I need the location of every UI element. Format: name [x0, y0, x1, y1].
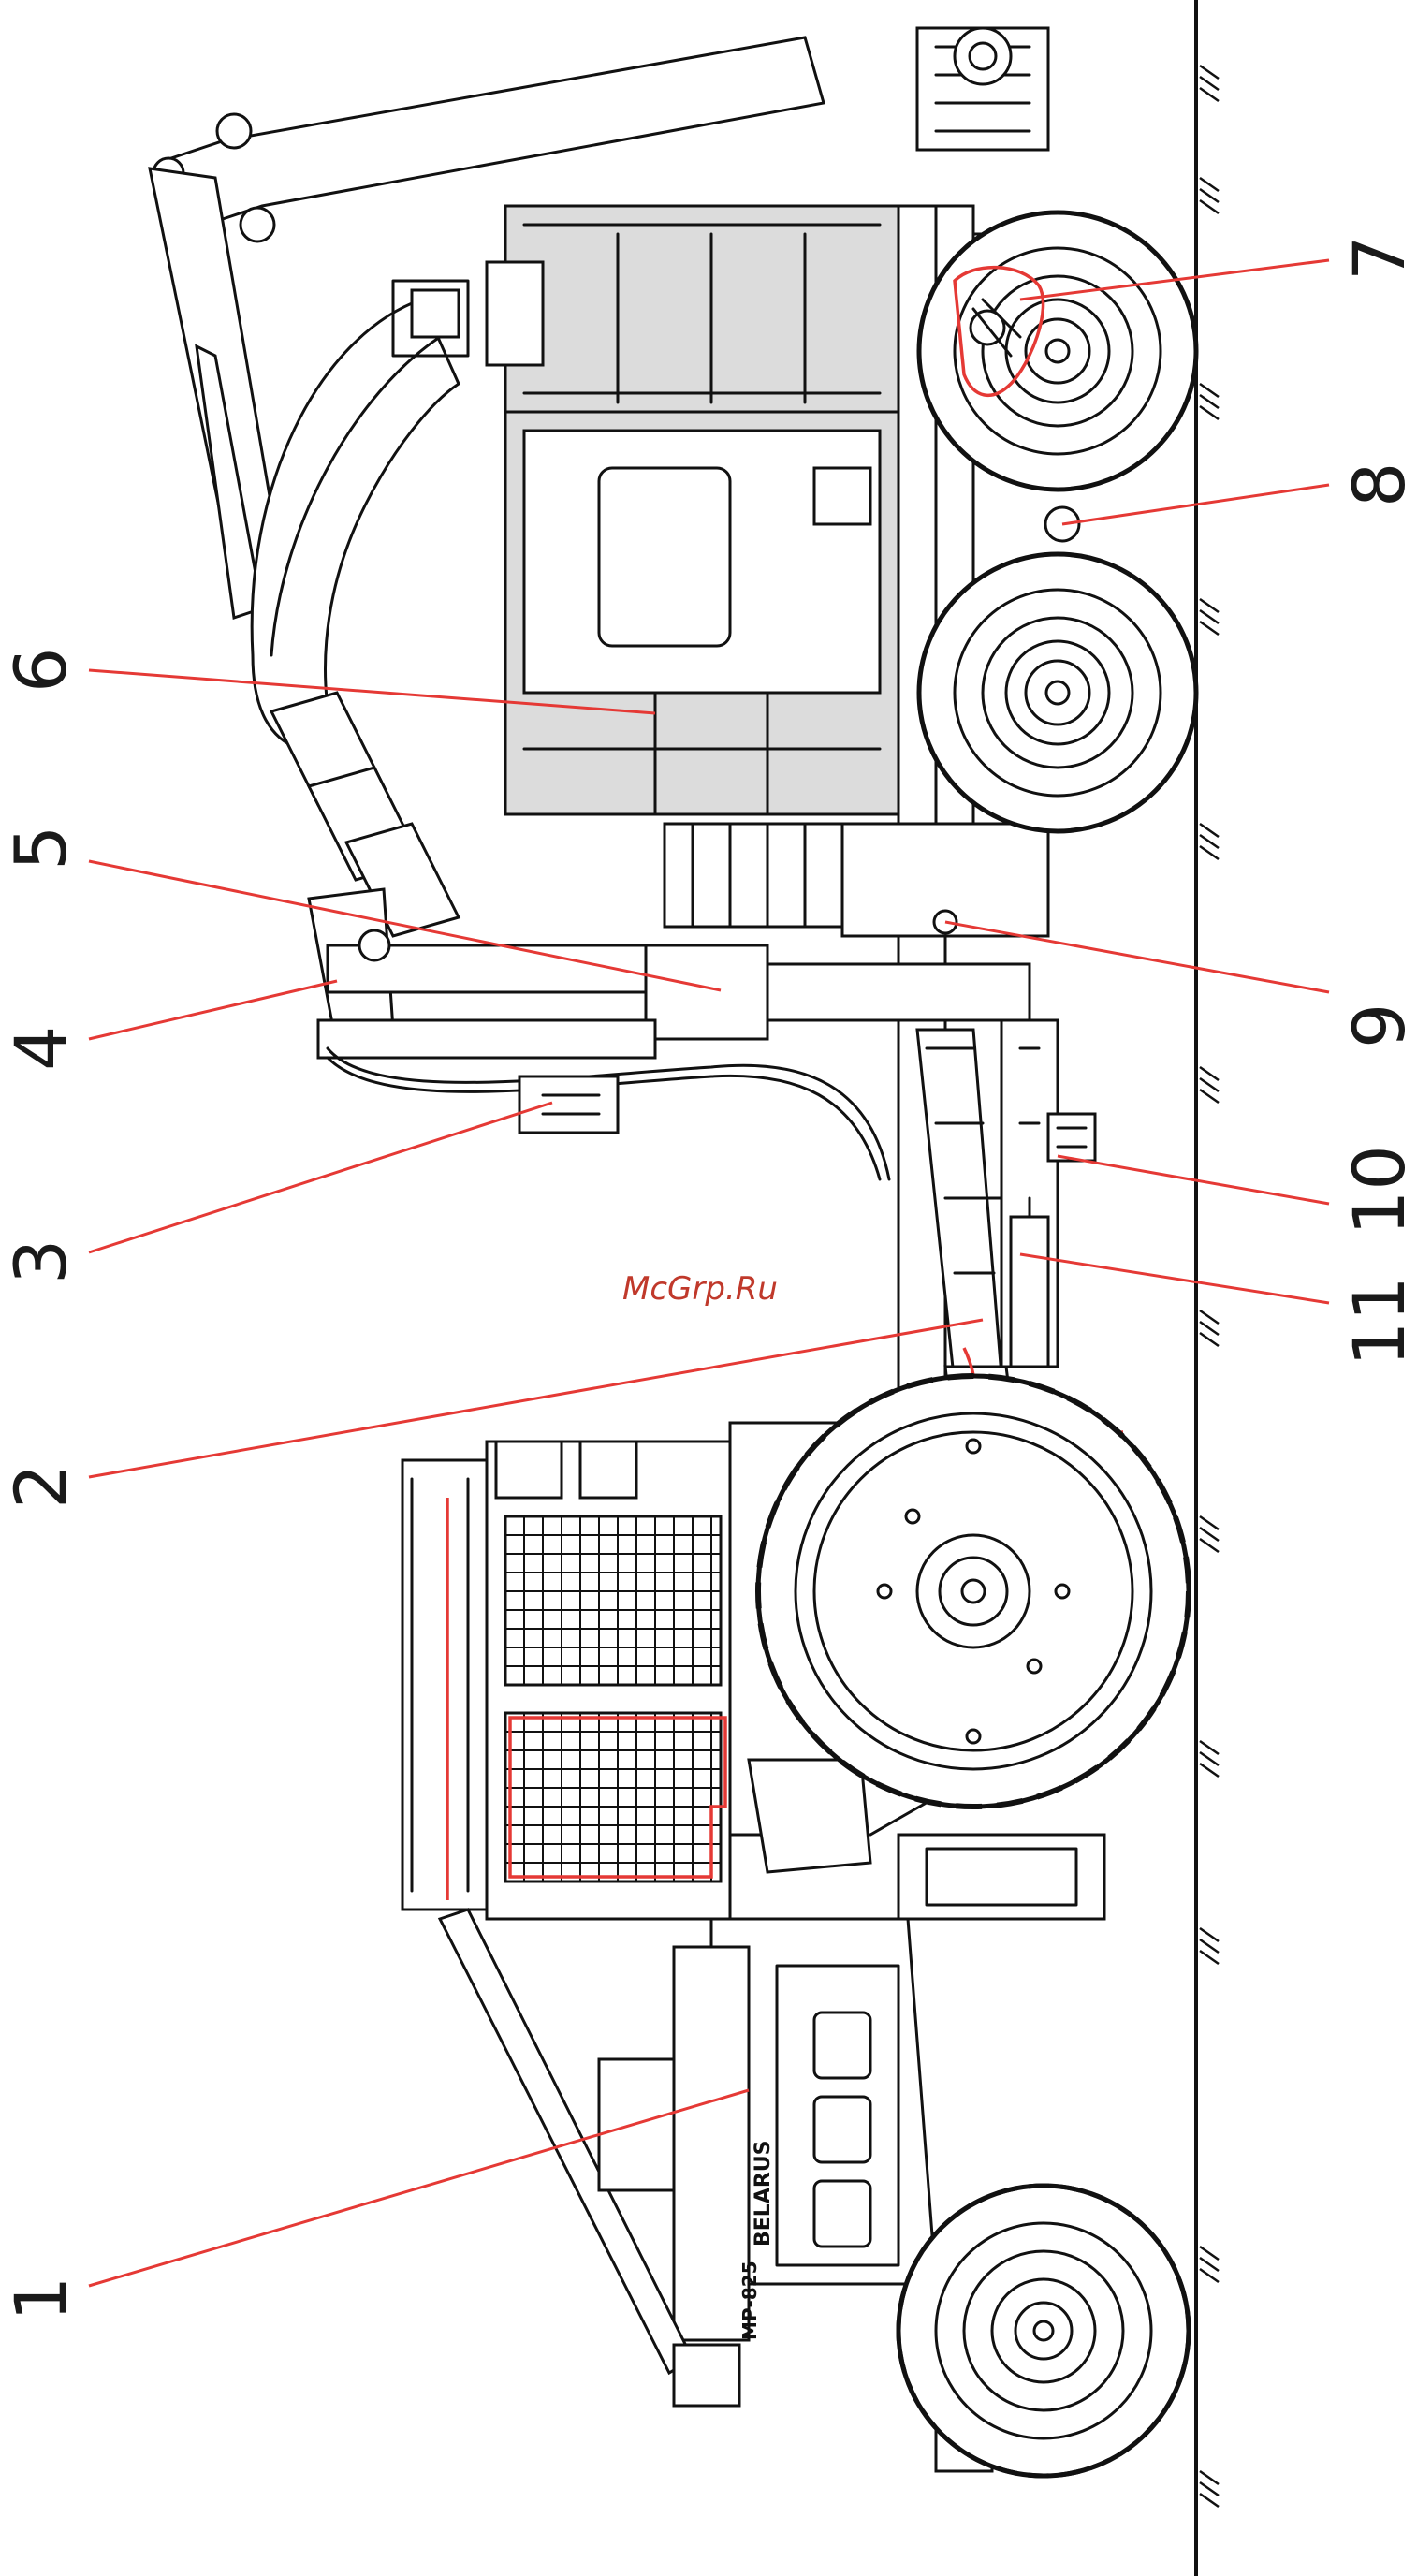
- callout-8: 8: [1337, 462, 1417, 507]
- callout-5: 5: [0, 826, 82, 871]
- model-badge: МР-825: [738, 2261, 761, 2340]
- leader-10: [1058, 1156, 1329, 1204]
- callout-3: 3: [0, 1239, 82, 1284]
- leader-11: [1020, 1254, 1329, 1303]
- callout-1: 1: [0, 2276, 82, 2321]
- callout-2: 2: [0, 1464, 82, 1509]
- tractor-front-wheel: [898, 2186, 1189, 2476]
- callout-9: 9: [1337, 1003, 1417, 1048]
- watermark: McGrp.Ru: [622, 1270, 778, 1308]
- leader-3: [89, 1103, 552, 1252]
- brand-badge: BELARUS: [752, 2141, 775, 2247]
- callout-4: 4: [0, 1026, 82, 1071]
- tractor-rear-wheel: [758, 1376, 1189, 1807]
- callout-6: 6: [0, 648, 82, 693]
- ground-line: [1196, 0, 1219, 2576]
- callout-10: 10: [1337, 1145, 1417, 1236]
- leader-4: [89, 981, 337, 1039]
- harvester-front-wheel: [919, 554, 1196, 831]
- callout-7: 7: [1337, 236, 1417, 281]
- callout-11: 11: [1337, 1276, 1417, 1367]
